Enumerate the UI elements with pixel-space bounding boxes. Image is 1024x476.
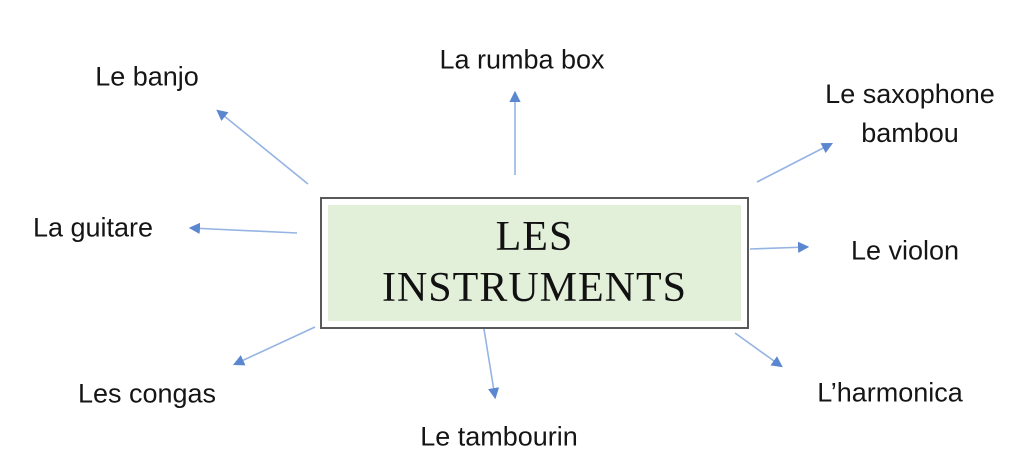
arrow-to-guitare — [188, 222, 298, 235]
node-label-harmonica: L’harmonica — [817, 377, 963, 408]
arrow-to-congas — [232, 326, 316, 366]
arrow-to-violon — [749, 241, 810, 253]
node-label-rumba-box: La rumba box — [439, 44, 605, 75]
arrow-to-banjo — [216, 109, 309, 185]
node-label-tambourin: Le tambourin — [420, 421, 578, 452]
node-label-saxophone-bambou: Le saxophone bambou — [825, 78, 995, 148]
center-topic-box: LES INSTRUMENTS — [320, 197, 749, 329]
center-topic-line2: INSTRUMENTS — [381, 265, 688, 311]
arrow-to-tambourin — [482, 322, 500, 400]
arrow-to-harmonica — [734, 332, 783, 368]
node-label-violon: Le violon — [850, 235, 960, 266]
node-label-congas: Les congas — [77, 378, 217, 409]
node-label-banjo: Le banjo — [95, 61, 199, 92]
center-topic-line1: LES — [495, 213, 574, 260]
center-topic-fill: LES INSTRUMENTS — [328, 205, 741, 321]
node-label-guitare: La guitare — [32, 212, 154, 243]
